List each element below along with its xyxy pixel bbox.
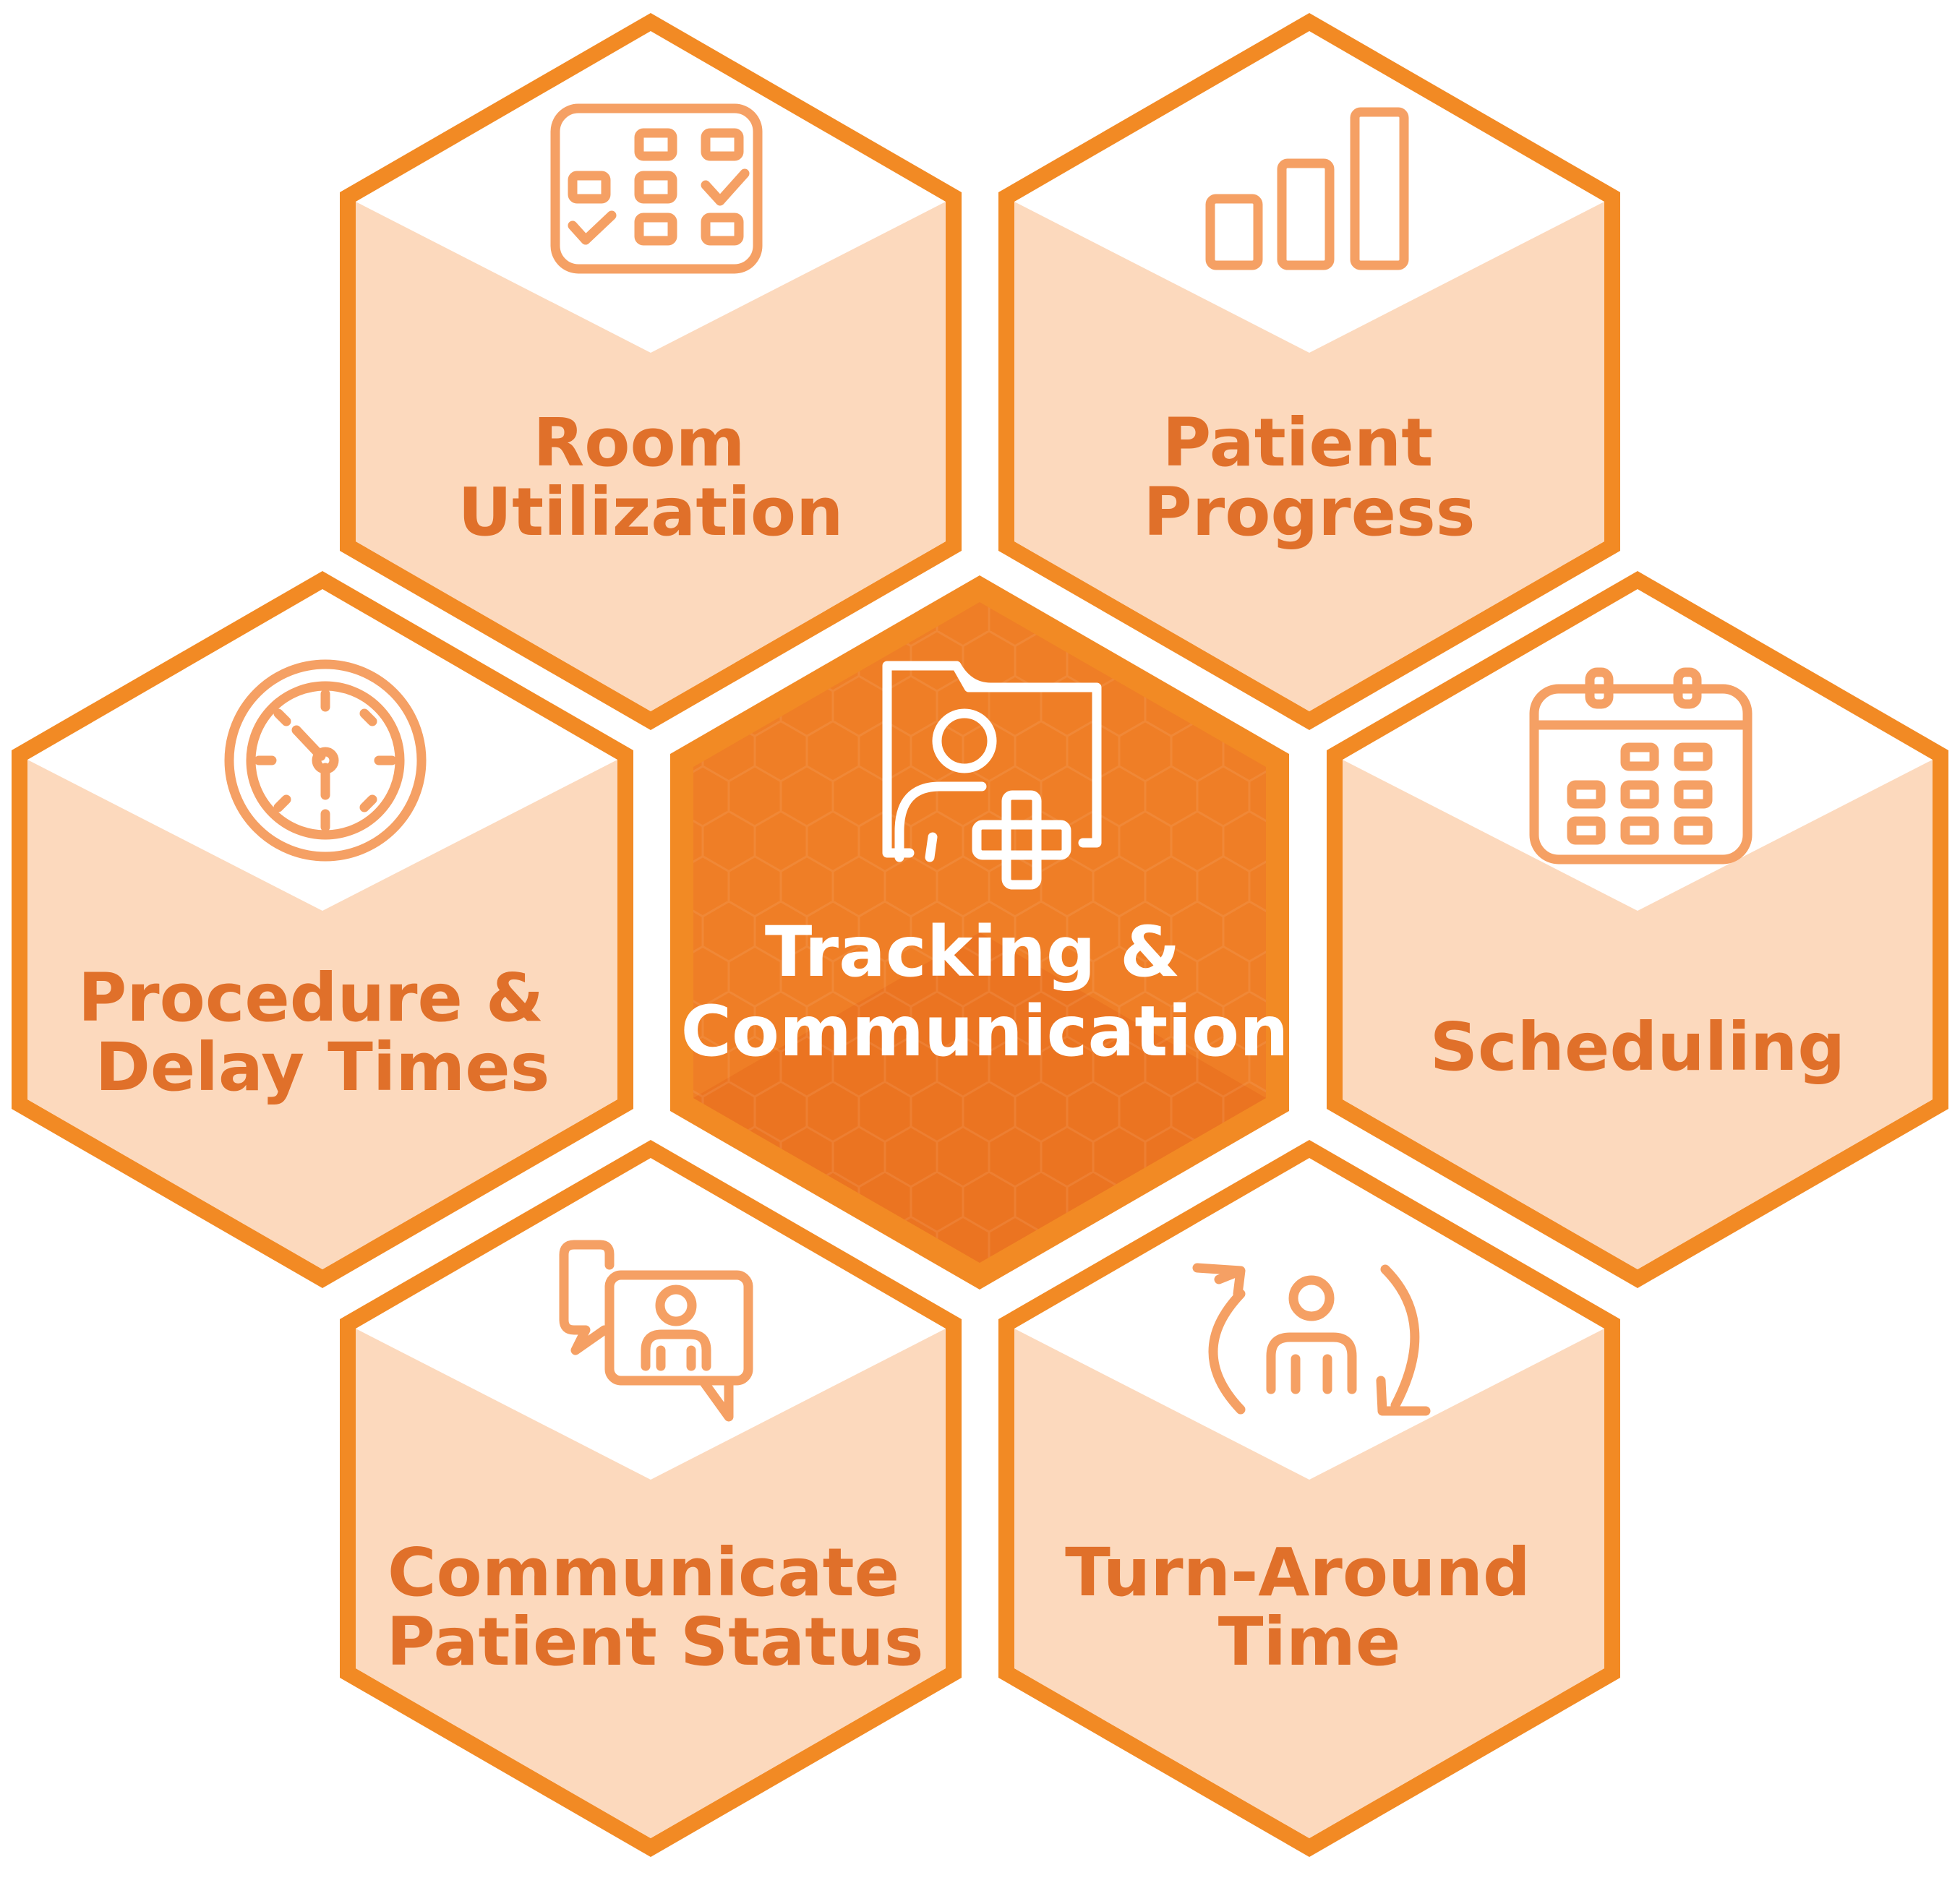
chat-person-icon [559, 1240, 753, 1422]
label-line1: Procedure & [78, 959, 544, 1037]
label-turn-around-time: Turn-Around Time [1065, 1534, 1554, 1681]
label-communicate-patient-status: Communicate Patient Status [386, 1534, 923, 1681]
hex-patient-progress: Patient Progress [998, 13, 1620, 730]
room-grid-checklist-icon [550, 103, 763, 274]
label-line2: Utilization [458, 473, 843, 551]
center-hex-pattern [693, 602, 1266, 1263]
label-line1: Scheduling [1430, 1008, 1845, 1086]
hex-inner-fill [356, 202, 946, 711]
hex-inner-fill [27, 760, 617, 1269]
label-line1: Turn-Around [1065, 1534, 1531, 1611]
person-cycle-icon [1192, 1263, 1431, 1416]
label-patient-progress: Patient Progress [1143, 404, 1475, 551]
label-line1: Patient [1163, 404, 1433, 481]
label-line1: Communicate [388, 1534, 899, 1611]
hex-inner-fill [1014, 1329, 1604, 1838]
hex-inner-fill [356, 1329, 946, 1838]
label-line2: Patient Status [386, 1603, 923, 1681]
label-line2: Communication [681, 991, 1289, 1072]
calendar-icon [1529, 667, 1753, 865]
hex-room-utilization: Room Utilization [340, 13, 962, 730]
label-line2: Delay Times [95, 1029, 550, 1106]
patient-folder-plus-icon [882, 661, 1102, 890]
hex-procedure-delay-times: Procedure & Delay Times [12, 571, 633, 1288]
label-scheduling: Scheduling [1430, 1008, 1845, 1086]
hex-tracking-communication: Tracking & Communication [658, 561, 1301, 1304]
hex-inner-fill [1343, 760, 1933, 1269]
label-line1: Tracking & [765, 912, 1181, 992]
label-line1: Room [533, 404, 745, 481]
hex-inner-fill [1014, 202, 1604, 711]
bar-chart-icon [1205, 107, 1409, 270]
label-tracking-communication: Tracking & Communication [681, 912, 1289, 1072]
hex-turn-around-time: Turn-Around Time [998, 1140, 1620, 1857]
hex-communicate-patient-status: Communicate Patient Status [340, 1140, 962, 1857]
label-line2: Time [1218, 1603, 1401, 1681]
label-procedure-delay-times: Procedure & Delay Times [78, 959, 567, 1106]
label-line2: Progress [1143, 473, 1475, 551]
clock-icon [224, 659, 427, 862]
hex-scheduling: Scheduling [1327, 571, 1948, 1288]
label-room-utilization: Room Utilization [458, 404, 843, 551]
